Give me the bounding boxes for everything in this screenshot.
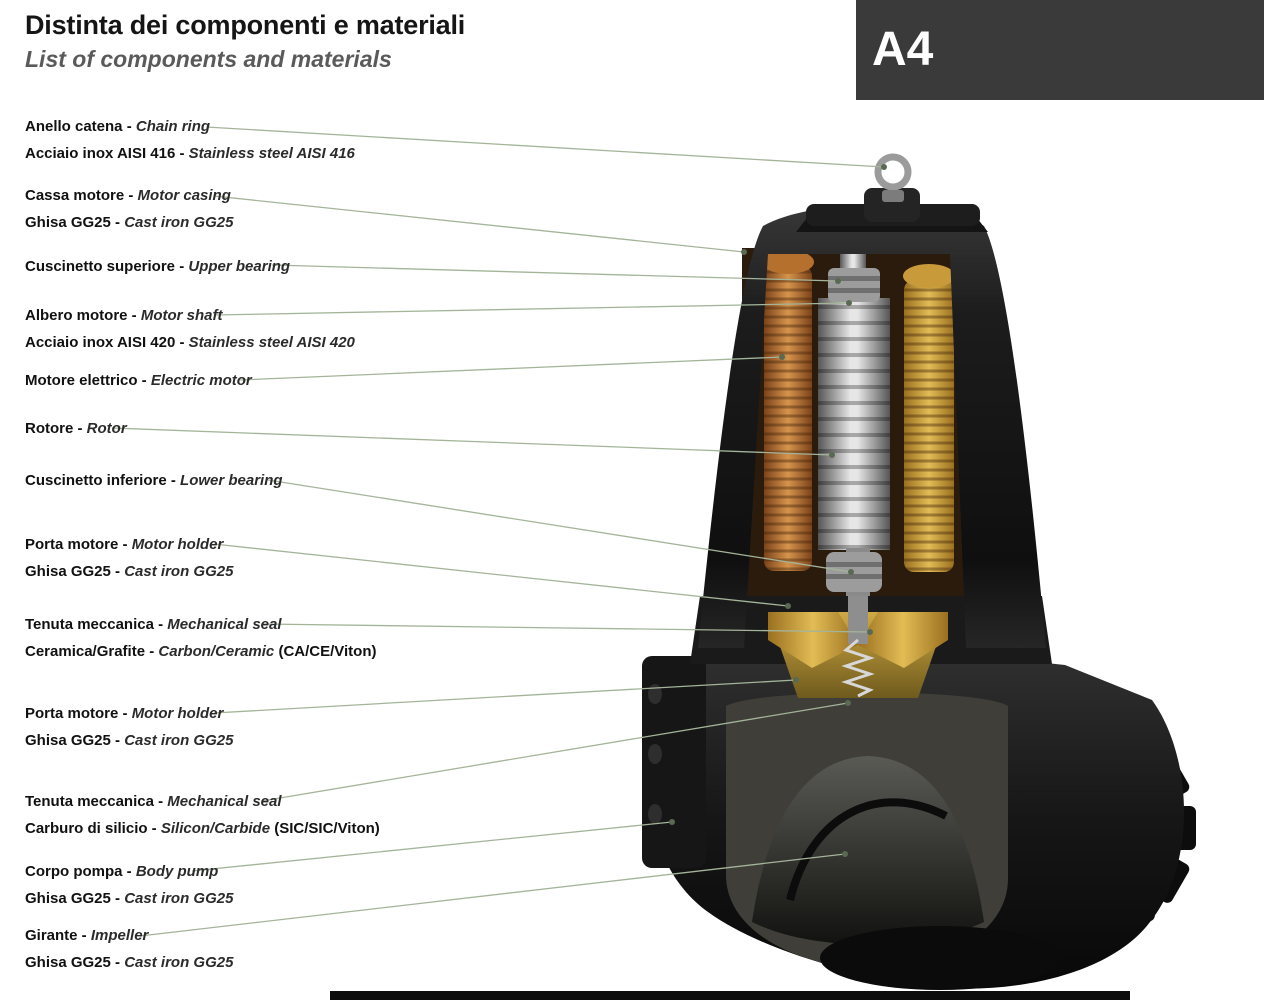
- page-subtitle: List of components and materials: [25, 46, 392, 72]
- chain-ring-shape: [874, 153, 912, 202]
- component-label-motor-holder-2: Porta motore - Motor holder Ghisa GG25 -…: [25, 705, 234, 749]
- lifting-handle: [796, 188, 988, 232]
- component-label-motor-casing: Cassa motore - Motor casing Ghisa GG25 -…: [25, 187, 234, 231]
- motor-casing-shape: [698, 205, 1046, 648]
- component-label-body-pump: Corpo pompa - Body pump Ghisa GG25 - Cas…: [25, 863, 234, 907]
- leader-dots: [669, 164, 887, 857]
- seal-spring: [841, 638, 875, 698]
- component-label-motor-holder-1: Porta motore - Motor holder Ghisa GG25 -…: [25, 536, 234, 580]
- component-label-electric-motor: Motore elettrico - Electric motor: [25, 372, 252, 389]
- component-label-motor-shaft: Albero motore - Motor shaft Acciaio inox…: [25, 307, 355, 351]
- pump-cutaway-illustration: [642, 153, 1196, 990]
- mechanical-seal-shape: [768, 596, 948, 698]
- component-label-chain-ring: Anello catena - Chain ring Acciaio inox …: [25, 118, 355, 162]
- component-label-impeller: Girante - Impeller Ghisa GG25 - Cast iro…: [25, 927, 234, 971]
- upper-bearing-shape: [828, 268, 880, 302]
- stator-windings: [762, 250, 955, 572]
- impeller-blade-line: [786, 798, 948, 901]
- rotor-shaft-assembly: [818, 246, 890, 600]
- bottom-bar: [330, 991, 1130, 1000]
- component-label-upper-bearing: Cuscinetto superiore - Upper bearing: [25, 258, 291, 275]
- impeller-shape: [752, 756, 984, 945]
- leader-lines: [111, 126, 885, 937]
- page-tag-box: A4: [856, 0, 1264, 100]
- page-tag-label: A4: [872, 23, 934, 76]
- left-flange: [642, 656, 706, 868]
- suction-mouth: [820, 926, 1060, 990]
- component-label-mechanical-seal-2: Tenuta meccanica - Mechanical seal Carbu…: [25, 793, 380, 837]
- component-label-rotor: Rotore - Rotor: [25, 420, 127, 437]
- component-label-lower-bearing: Cuscinetto inferiore - Lower bearing: [25, 472, 283, 489]
- component-label-mechanical-seal-1: Tenuta meccanica - Mechanical seal Ceram…: [25, 616, 377, 660]
- page-title: Distinta dei componenti e materiali: [25, 10, 466, 40]
